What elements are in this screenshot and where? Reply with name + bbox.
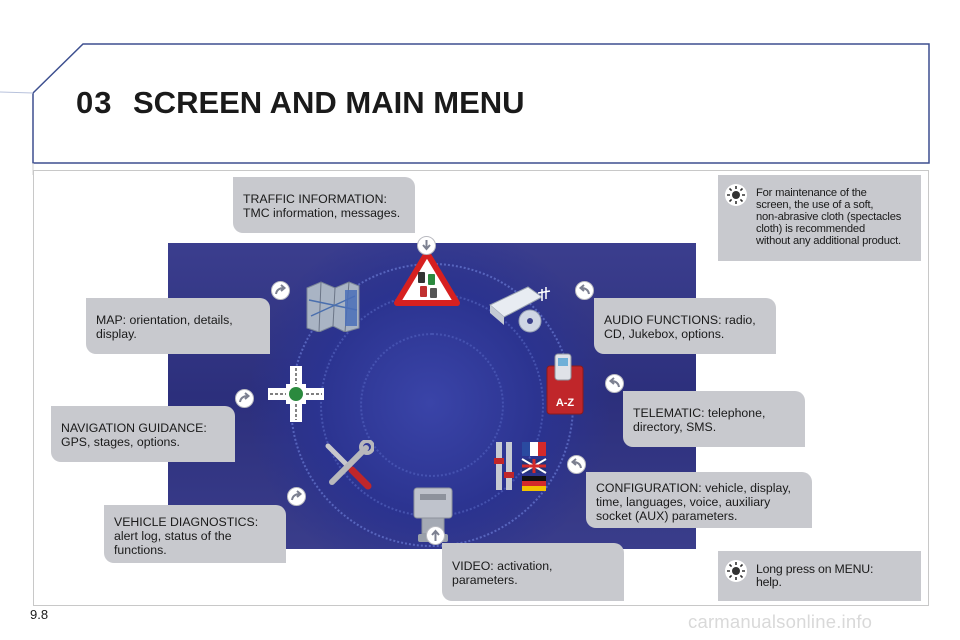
phone-directory-icon: A-Z: [546, 353, 584, 415]
arrow-icon: [567, 455, 586, 474]
vehicle-diagnostics-callout: VEHICLE DIAGNOSTICS: alert log, status o…: [104, 505, 286, 563]
crossroads-icon: [268, 366, 324, 422]
traffic-warning-icon: [394, 250, 460, 306]
arrow-icon: [417, 236, 436, 255]
arrow-icon: [287, 487, 306, 506]
flags-settings-icon: [494, 442, 547, 491]
audio-functions-callout: AUDIO FUNCTIONS: radio, CD, Jukebox, opt…: [594, 298, 776, 354]
directory-label: A-Z: [556, 397, 575, 409]
header-frame: [0, 43, 930, 175]
arrow-icon: [426, 526, 445, 545]
tools-icon: [325, 440, 374, 490]
arrow-icon: [271, 281, 290, 300]
page-number: 9.8: [30, 607, 49, 622]
watermark: carmanualsonline.info: [688, 611, 873, 632]
configuration-callout: CONFIGURATION: vehicle, display, time, l…: [586, 472, 812, 528]
arrow-icon: [575, 281, 594, 300]
video-callout: VIDEO: activation, parameters.: [442, 543, 624, 601]
audio-cd-icon: [489, 286, 551, 333]
page-title: SCREEN AND MAIN MENU: [133, 85, 525, 120]
traffic-information-callout: TRAFFIC INFORMATION: TMC information, me…: [233, 177, 415, 233]
maintenance-note: For maintenance of the screen, the use o…: [718, 175, 921, 261]
navigation-guidance-callout: NAVIGATION GUIDANCE: GPS, stages, option…: [51, 406, 235, 462]
long-press-note: Long press on MENU: help.: [718, 551, 921, 601]
map-callout: MAP: orientation, details, display.: [86, 298, 270, 354]
lightbulb-icon: [725, 184, 747, 206]
arrow-icon: [235, 389, 254, 408]
arrow-icon: [605, 374, 624, 393]
chapter-number: 03: [76, 85, 113, 120]
telematic-callout: TELEMATIC: telephone, directory, SMS.: [623, 391, 805, 447]
map-icon: [306, 281, 360, 332]
lightbulb-icon: [725, 560, 747, 582]
content-frame: [33, 170, 929, 606]
